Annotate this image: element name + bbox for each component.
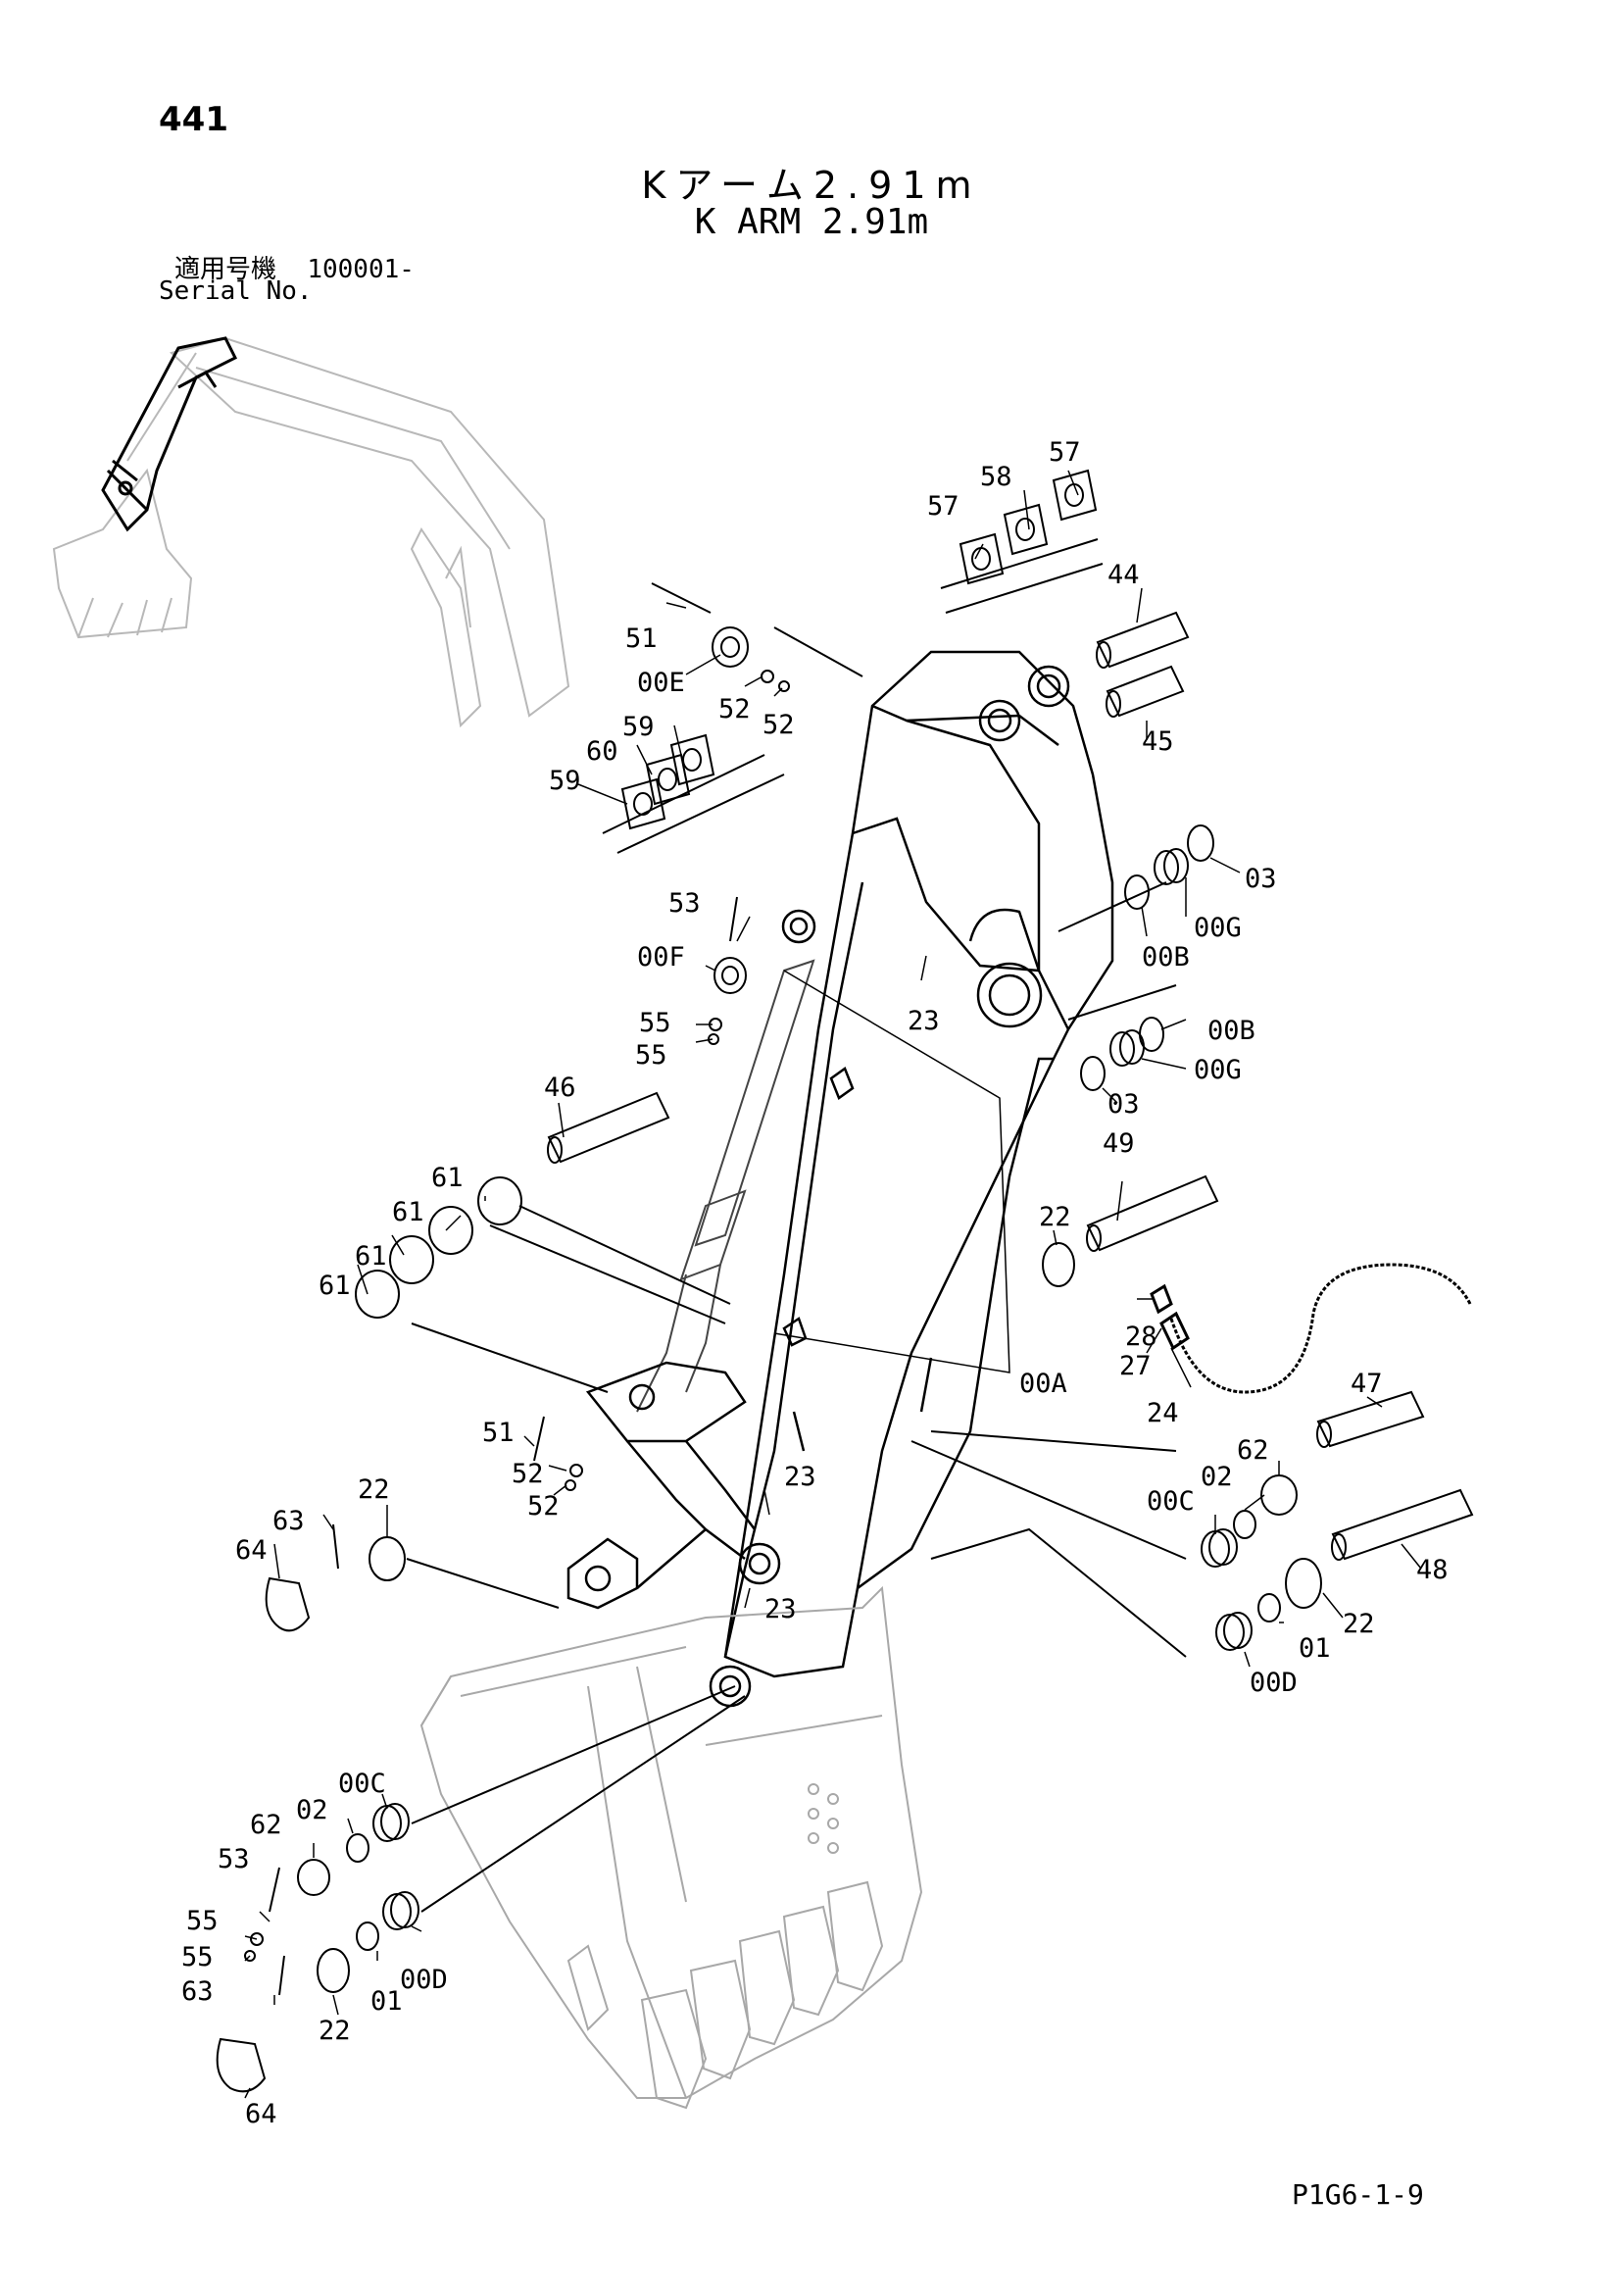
bucket-cylinder-assembly bbox=[636, 959, 815, 1413]
left-pin-parts bbox=[265, 1523, 560, 1632]
callout-63a: 63 bbox=[272, 1506, 305, 1536]
callout-44: 44 bbox=[1107, 560, 1140, 590]
footer-code: P1G6-1-9 bbox=[1292, 2178, 1424, 2211]
machine-overview-icon bbox=[52, 336, 570, 728]
callout-52b: 52 bbox=[762, 710, 795, 740]
callout-49: 49 bbox=[1103, 1128, 1135, 1159]
callout-53a: 53 bbox=[668, 888, 701, 919]
callout-48: 48 bbox=[1416, 1555, 1449, 1585]
callout-00F: 00F bbox=[637, 942, 685, 973]
callout-00C-b: 00C bbox=[338, 1769, 386, 1799]
callout-61d: 61 bbox=[319, 1271, 351, 1301]
callout-55c: 55 bbox=[186, 1906, 219, 1936]
callout-03a: 03 bbox=[1245, 864, 1277, 894]
callout-52d: 52 bbox=[527, 1491, 560, 1522]
callout-51b: 51 bbox=[482, 1418, 515, 1448]
callout-60: 60 bbox=[586, 736, 618, 767]
shims-61 bbox=[355, 1176, 731, 1393]
callout-23c: 23 bbox=[764, 1594, 797, 1624]
shims-57-58 bbox=[940, 469, 1104, 614]
bucket-outline bbox=[419, 1585, 923, 2099]
callout-22d: 22 bbox=[319, 2016, 351, 2046]
callout-64a: 64 bbox=[235, 1535, 268, 1566]
callout-53b: 53 bbox=[218, 1844, 250, 1874]
callout-00D-a: 00D bbox=[1250, 1668, 1298, 1698]
serial-line-jp: 適用号機 100001- bbox=[174, 249, 415, 285]
callout-00C-a: 00C bbox=[1147, 1486, 1195, 1517]
callout-27: 27 bbox=[1119, 1351, 1152, 1381]
callout-58: 58 bbox=[980, 462, 1012, 492]
callout-02b: 02 bbox=[296, 1795, 328, 1825]
seals-right-upper bbox=[1057, 824, 1214, 1091]
callout-46: 46 bbox=[544, 1073, 576, 1103]
callout-00E: 00E bbox=[637, 668, 685, 698]
callout-52c: 52 bbox=[512, 1459, 544, 1489]
callout-55b: 55 bbox=[635, 1040, 667, 1071]
callout-61b: 61 bbox=[392, 1197, 424, 1227]
callout-51a: 51 bbox=[625, 624, 658, 654]
bucket-teeth bbox=[566, 1880, 884, 2110]
callout-59a: 59 bbox=[622, 712, 655, 742]
serial-label-en: Serial No. bbox=[159, 276, 313, 306]
callout-01b: 01 bbox=[370, 1986, 403, 2017]
bolt-51-bushing-00E bbox=[651, 582, 863, 692]
callout-22a: 22 bbox=[1039, 1202, 1071, 1232]
callout-47: 47 bbox=[1351, 1369, 1383, 1399]
callout-03b: 03 bbox=[1107, 1089, 1140, 1120]
left-lower-parts bbox=[216, 1685, 746, 2093]
callout-00D-b: 00D bbox=[400, 1965, 448, 1995]
callout-55a: 55 bbox=[639, 1008, 671, 1038]
callout-62b: 62 bbox=[250, 1810, 282, 1840]
bolt-51-nuts-52 bbox=[533, 1416, 583, 1491]
callout-02a: 02 bbox=[1201, 1462, 1233, 1492]
callout-57a: 57 bbox=[1049, 437, 1081, 468]
callout-64b: 64 bbox=[245, 2099, 277, 2129]
serial-value: 100001- bbox=[307, 255, 415, 284]
callout-00A: 00A bbox=[1019, 1369, 1067, 1399]
washer-22-a bbox=[1042, 1242, 1075, 1287]
callout-28: 28 bbox=[1125, 1322, 1157, 1352]
callout-62a: 62 bbox=[1237, 1435, 1269, 1466]
leader-lines bbox=[244, 470, 1422, 2099]
pins-46-49 bbox=[547, 1091, 1219, 1252]
callout-55d: 55 bbox=[181, 1942, 214, 1972]
callout-00B-b: 00B bbox=[1207, 1016, 1255, 1046]
callout-00G-a: 00G bbox=[1194, 913, 1242, 943]
shims-59-60 bbox=[602, 733, 785, 854]
callout-61c: 61 bbox=[355, 1241, 387, 1272]
callout-01a: 01 bbox=[1299, 1633, 1331, 1664]
page-title-en: K ARM 2.91m bbox=[694, 202, 929, 242]
callout-61a: 61 bbox=[431, 1163, 464, 1193]
page-title-jp: Kアーム2.91m bbox=[641, 164, 982, 207]
page-number: 441 bbox=[159, 100, 228, 139]
pins-44-45 bbox=[1096, 611, 1190, 718]
callout-00B-a: 00B bbox=[1142, 942, 1190, 973]
callout-52a: 52 bbox=[718, 694, 751, 724]
callout-00G-b: 00G bbox=[1194, 1055, 1242, 1085]
callout-59b: 59 bbox=[549, 766, 581, 796]
serial-label-jp: 適用号機 bbox=[174, 255, 277, 284]
pins-47-48 bbox=[1316, 1390, 1474, 1561]
callout-63b: 63 bbox=[181, 1976, 214, 2007]
linkage bbox=[566, 1361, 781, 1708]
callout-22b: 22 bbox=[358, 1474, 390, 1505]
callout-45: 45 bbox=[1142, 726, 1174, 757]
machine-overview-highlight bbox=[101, 336, 238, 532]
callout-22c: 22 bbox=[1343, 1609, 1375, 1639]
callout-labels: 57 57 58 44 45 51 00E 52 52 59 60 59 03 … bbox=[181, 437, 1449, 2129]
arm-body bbox=[723, 650, 1114, 1678]
callout-57b: 57 bbox=[927, 491, 959, 522]
callout-23a: 23 bbox=[908, 1006, 940, 1036]
callout-23b: 23 bbox=[784, 1462, 816, 1492]
callout-24: 24 bbox=[1147, 1398, 1179, 1428]
hose-24 bbox=[1150, 1263, 1472, 1394]
